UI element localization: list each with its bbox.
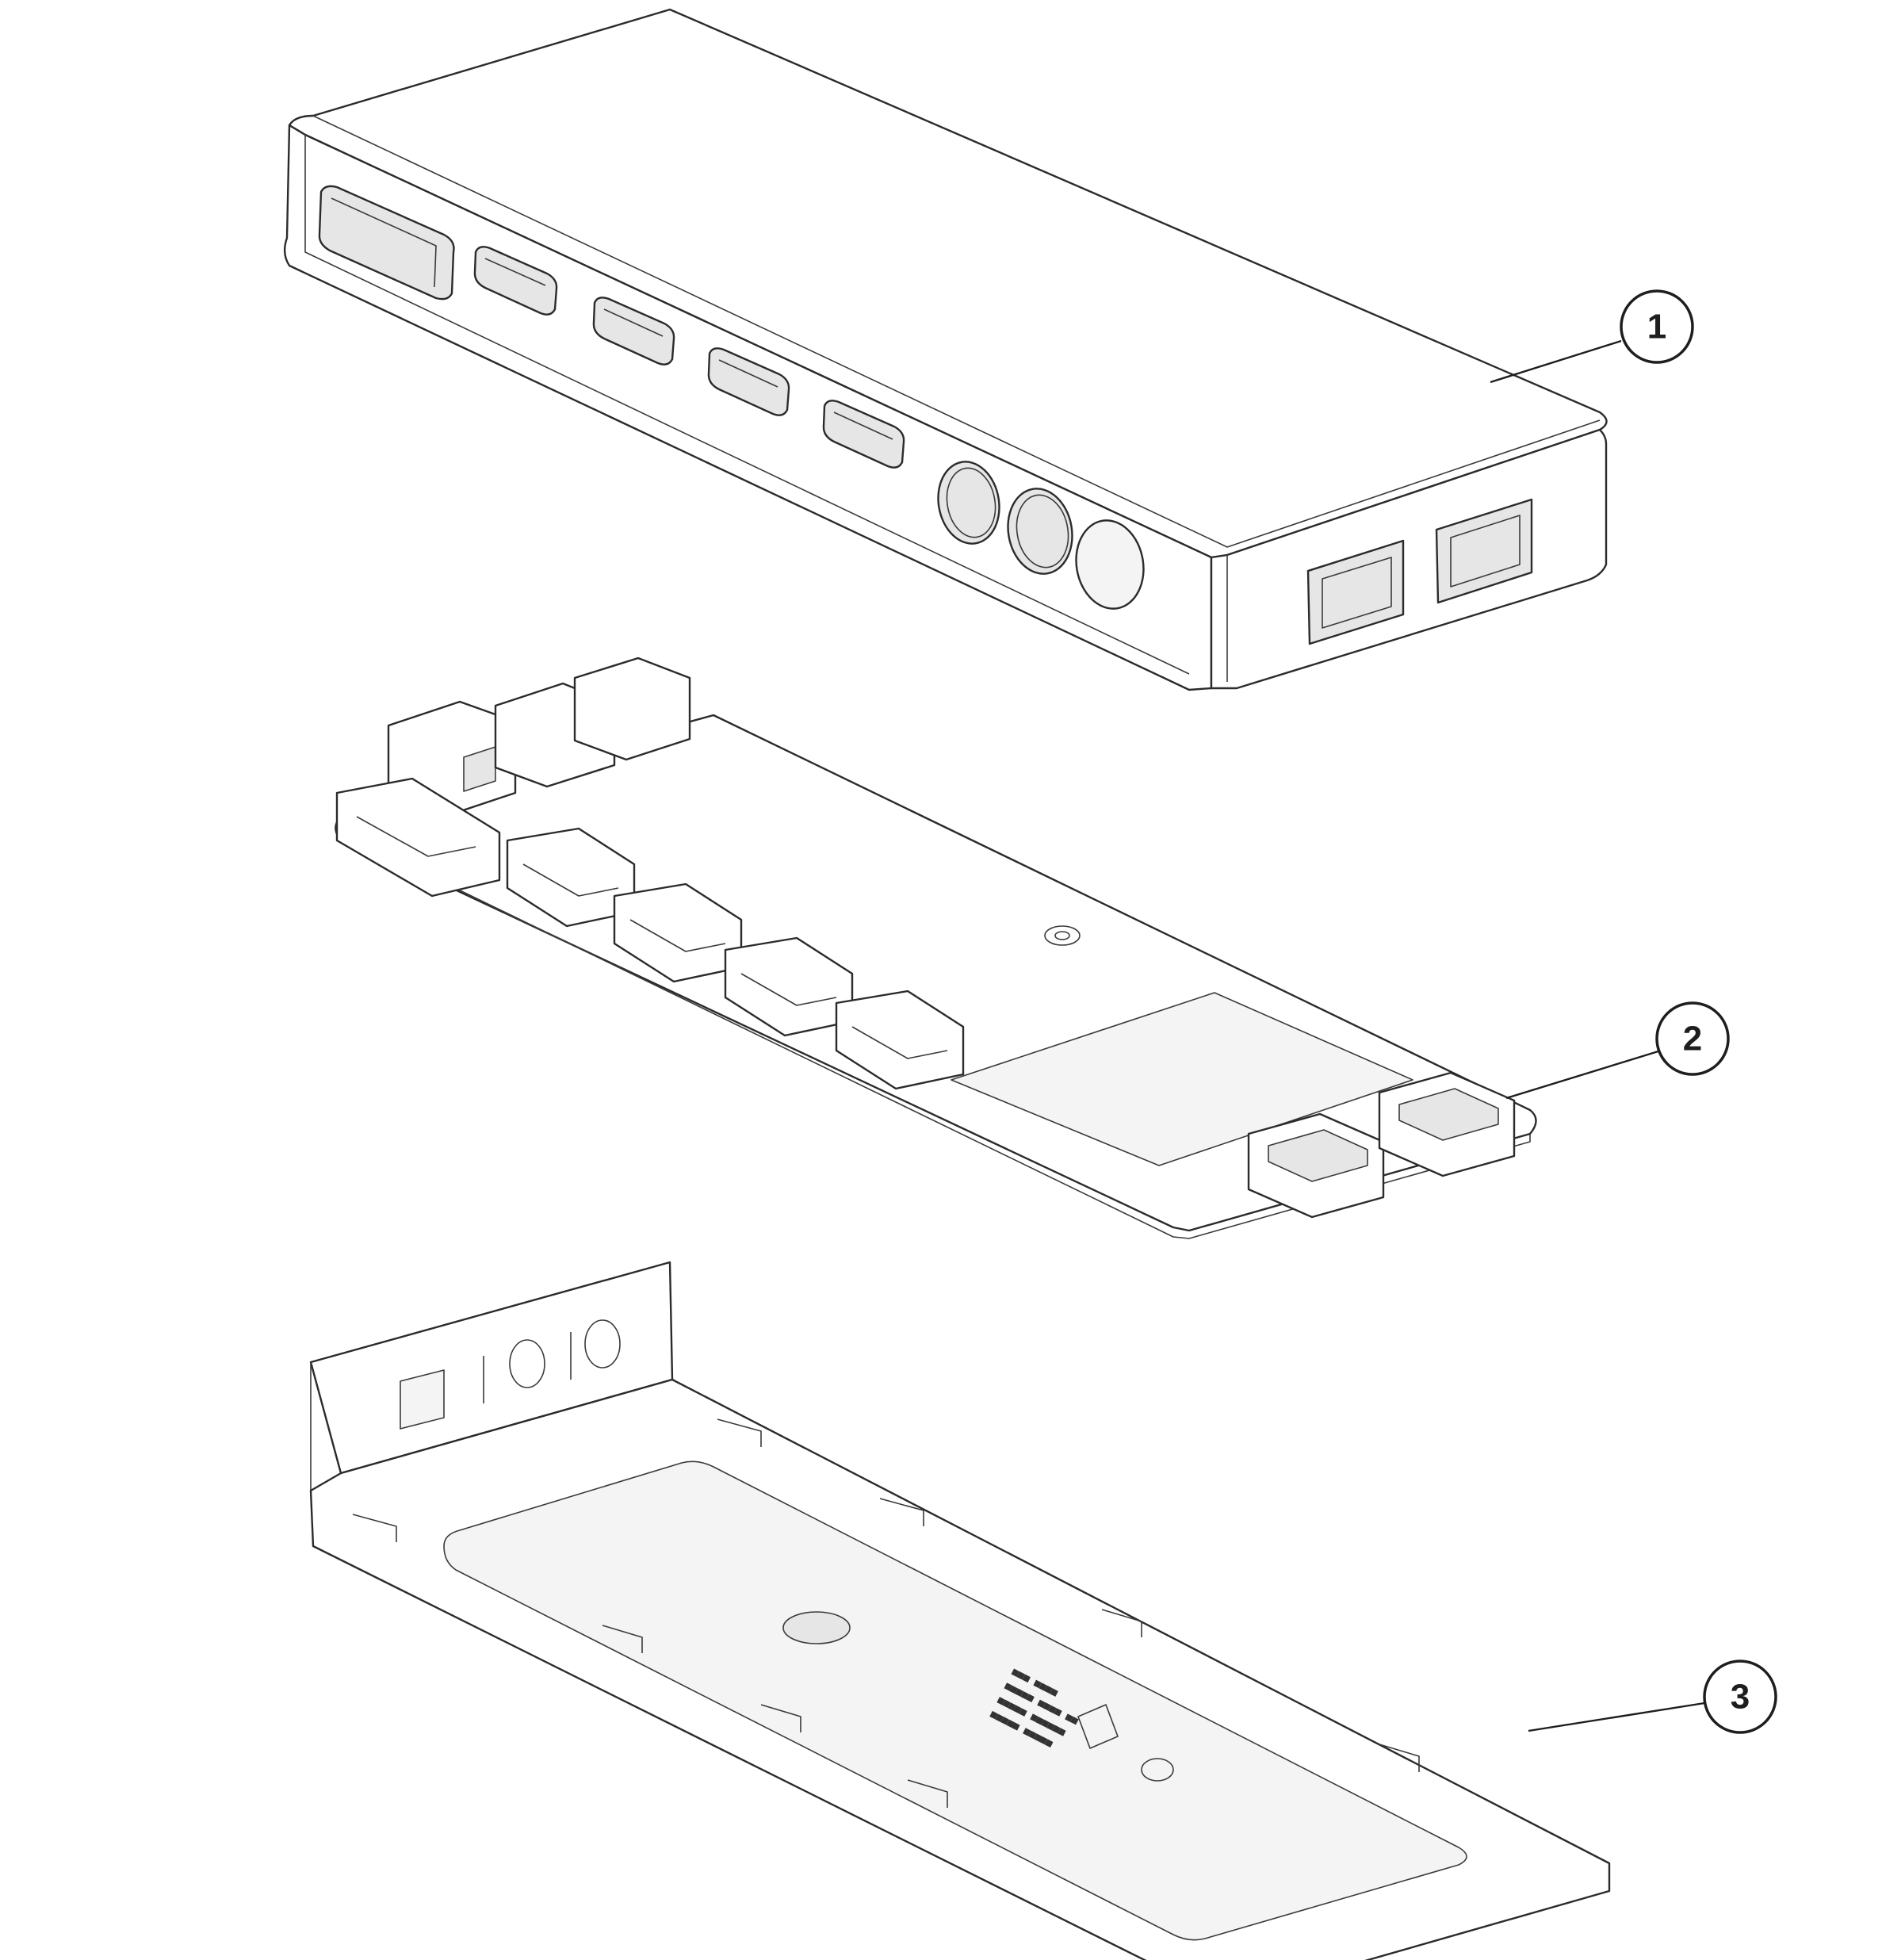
callout-3-number: 3 xyxy=(1731,1678,1750,1717)
callout-1: 1 xyxy=(1490,289,1694,384)
callout-3: 3 xyxy=(1528,1659,1777,1734)
top-cover xyxy=(283,8,1608,691)
callout-1-number: 1 xyxy=(1647,308,1666,346)
callout-2: 2 xyxy=(1505,1001,1730,1100)
callout-2-number: 2 xyxy=(1683,1020,1702,1058)
circuit-board xyxy=(335,657,1537,1239)
bottom-tray: ■■■ ■■■■ ■■■■■ ■■■■ ■■ ■■■■■ ■■■■■■ ■■■■… xyxy=(309,1261,1611,1960)
